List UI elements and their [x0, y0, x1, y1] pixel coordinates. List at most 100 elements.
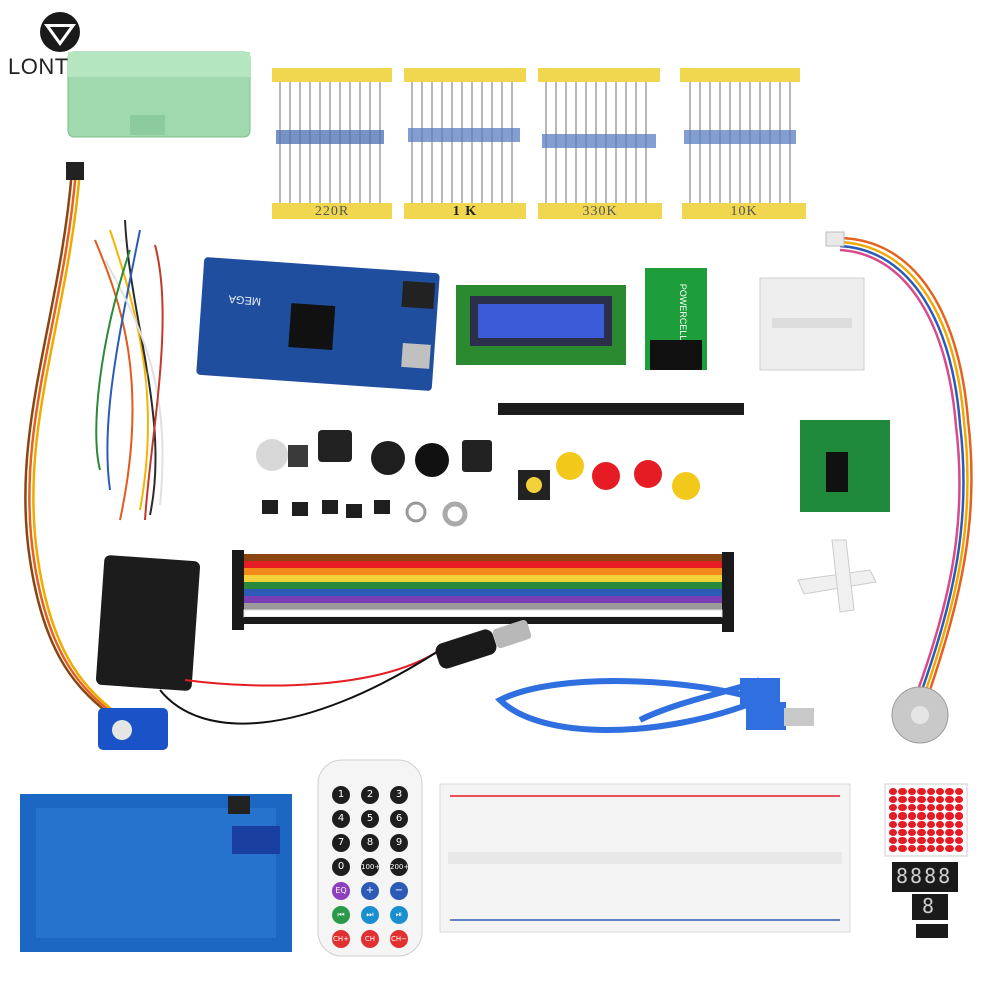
led-dot: [945, 820, 954, 828]
seven-seg-4: [892, 862, 958, 892]
led-dot: [926, 788, 935, 796]
remote-key[interactable]: 5: [361, 810, 379, 828]
led-dot: [926, 844, 935, 852]
led-dot: [935, 788, 945, 796]
resistor-label-4: 10K: [730, 204, 758, 219]
remote-key[interactable]: CH+: [332, 930, 350, 948]
led-dot: [907, 820, 917, 828]
seven-seg-4-digits: 8888: [896, 864, 953, 888]
prototype-shield: [20, 794, 292, 952]
remote-key[interactable]: −: [390, 882, 408, 900]
led-dot: [917, 812, 926, 820]
led-dot: [889, 804, 898, 812]
led-dot: [945, 812, 954, 820]
led-dot: [917, 828, 926, 836]
resistor-strip-4: [680, 68, 806, 219]
led-dot: [907, 788, 917, 796]
led-dot: [898, 804, 907, 812]
led-dot: [889, 820, 898, 828]
led-dot: [935, 844, 945, 852]
small-components: [256, 430, 700, 527]
led-dot: [889, 828, 898, 836]
led-dot: [926, 804, 935, 812]
led-dot: [954, 828, 963, 836]
resistor-strip-2: [404, 68, 526, 219]
resistor-label-3: 330K: [582, 204, 618, 219]
led-dot: [898, 796, 907, 804]
component-box: [67, 51, 251, 138]
pin-header: [498, 403, 744, 415]
remote-key[interactable]: 7: [332, 834, 350, 852]
led-dot: [898, 812, 907, 820]
led-dot: [926, 812, 935, 820]
remote-key[interactable]: CH−: [390, 930, 408, 948]
remote-keypad: 1 2 3 4 5 6 7 8 9 0 100+ 200+ EQ + − ⏮ ⏭…: [318, 760, 422, 956]
remote-key[interactable]: ⏯: [390, 906, 408, 924]
led-dot: [926, 828, 935, 836]
remote-key[interactable]: 0: [332, 858, 350, 876]
seven-seg-1: [912, 894, 948, 920]
led-matrix: [884, 783, 968, 857]
led-dot: [907, 836, 917, 844]
led-dot: [954, 812, 963, 820]
battery-label: POWERCELL: [678, 284, 688, 341]
led-dot: [926, 820, 935, 828]
led-dot: [954, 836, 963, 844]
led-dot: [889, 788, 898, 796]
led-dot: [917, 788, 926, 796]
usb-cable: [494, 677, 814, 733]
remote-key[interactable]: 100+: [361, 858, 380, 876]
led-dot: [889, 796, 898, 804]
led-dot: [954, 796, 963, 804]
led-dot: [945, 788, 954, 796]
resistor-label-box-4: 10K: [682, 203, 806, 219]
led-dot: [935, 804, 945, 812]
led-dot: [917, 796, 926, 804]
led-dot: [907, 796, 917, 804]
remote-key[interactable]: EQ: [332, 882, 350, 900]
led-dot: [898, 820, 907, 828]
led-dot: [945, 844, 954, 852]
remote-key[interactable]: 9: [390, 834, 408, 852]
led-dot: [935, 828, 945, 836]
resistor-label-1: 220R: [314, 204, 350, 219]
mega-board: [196, 257, 440, 391]
stepper-cable: [839, 236, 973, 691]
remote-key[interactable]: 200+: [390, 858, 409, 876]
servo-connector: [66, 162, 84, 180]
remote-key[interactable]: ⏮: [332, 906, 350, 924]
led-dot: [898, 828, 907, 836]
led-dot: [907, 828, 917, 836]
mini-breadboard: [759, 277, 865, 371]
led-dot: [889, 836, 898, 844]
remote-key[interactable]: ⏭: [361, 906, 379, 924]
led-dot: [917, 844, 926, 852]
ic-chip: [916, 924, 948, 938]
led-dot: [898, 836, 907, 844]
remote-key[interactable]: 1: [332, 786, 350, 804]
remote-key[interactable]: 4: [332, 810, 350, 828]
remote-key[interactable]: 2: [361, 786, 379, 804]
remote-key[interactable]: 6: [390, 810, 408, 828]
led-dot: [945, 796, 954, 804]
brand-mark-icon: [40, 12, 80, 52]
led-dot: [935, 796, 945, 804]
stepper-motor: [891, 686, 949, 744]
remote-key[interactable]: +: [361, 882, 379, 900]
led-dot: [935, 812, 945, 820]
led-dot: [954, 820, 963, 828]
led-dot: [945, 836, 954, 844]
resistor-strip-3: [538, 68, 662, 219]
led-dot: [889, 812, 898, 820]
led-matrix-grid: [889, 788, 963, 852]
led-dot: [926, 796, 935, 804]
remote-key[interactable]: 8: [361, 834, 379, 852]
remote-key[interactable]: 3: [390, 786, 408, 804]
led-dot: [935, 820, 945, 828]
battery-holder: [95, 555, 201, 691]
led-dot: [954, 788, 963, 796]
led-dot: [954, 804, 963, 812]
rainbow-ribbon-cable: [232, 550, 734, 632]
led-dot: [907, 844, 917, 852]
remote-key[interactable]: CH: [361, 930, 379, 948]
